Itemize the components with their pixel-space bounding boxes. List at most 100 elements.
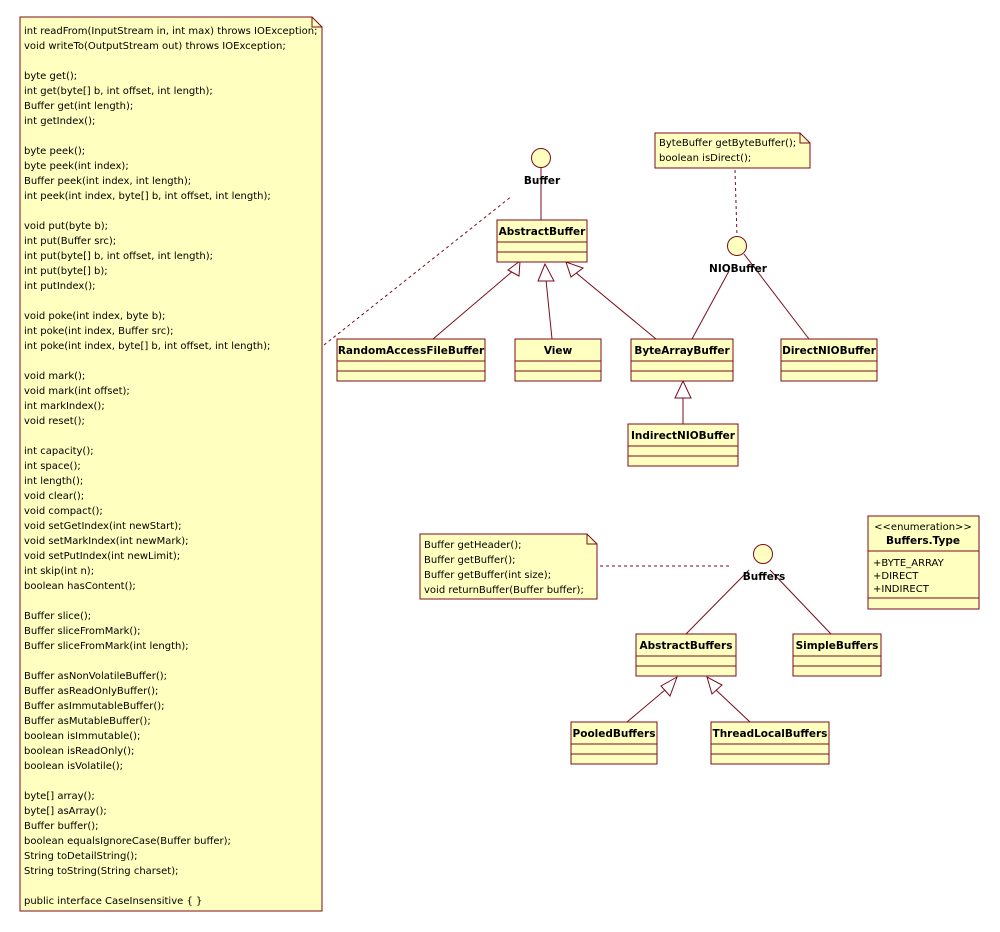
class-box — [792, 633, 882, 677]
text-line: byte get(); — [24, 71, 77, 82]
text-line: byte[] array(); — [24, 791, 95, 802]
pooled-generalization — [626, 689, 666, 723]
nio-buffer-interface[interactable]: NIOBuffer — [709, 236, 768, 276]
byte-array-generalization — [574, 271, 657, 340]
class-random-access-file-buffer[interactable]: RandomAccessFileBuffer — [336, 338, 486, 382]
text-line: Buffer sliceFromMark(int length); — [24, 641, 189, 652]
class-box — [710, 721, 830, 765]
buffers-note-text: Buffer getHeader(); Buffer getBuffer(); Bu… — [424, 540, 584, 596]
main-note-box — [19, 16, 323, 912]
arrowhead-pooled — [660, 675, 678, 697]
class-name: DirectNIOBuffer — [782, 345, 877, 357]
text-line: Buffer getBuffer(); — [424, 555, 515, 566]
simple-buffers-link — [769, 569, 832, 635]
text-line: boolean isImmutable(); — [24, 731, 140, 742]
text-line: Buffer getHeader(); — [424, 540, 522, 551]
text-line: byte peek(); — [24, 146, 85, 157]
text-line: int poke(int index, Buffer src); — [24, 326, 174, 337]
text-line: int getIndex(); — [24, 116, 95, 127]
arrowhead-byte-array — [565, 261, 585, 278]
arrowhead-view — [537, 262, 555, 282]
class-box — [570, 721, 658, 765]
text-line: void setGetIndex(int newStart); — [24, 521, 181, 532]
text-line: boolean isReadOnly(); — [24, 746, 134, 757]
nio-note-fold — [799, 133, 810, 144]
class-simple-buffers[interactable]: SimpleBuffers — [792, 633, 882, 677]
text-line: void compact(); — [24, 506, 103, 517]
text-line: Buffer getBuffer(int size); — [424, 570, 551, 581]
abstract-buffers-link — [685, 569, 750, 635]
class-box — [627, 423, 739, 467]
class-pooled-buffers[interactable]: PooledBuffers — [570, 721, 658, 765]
text-line: Buffer sliceFromMark(); — [24, 626, 141, 637]
direct-nio-link — [743, 253, 810, 340]
class-abstract-buffers[interactable]: AbstractBuffers — [635, 633, 737, 677]
text-line: int capacity(); — [24, 446, 94, 457]
class-direct-nio-buffer[interactable]: DirectNIOBuffer — [780, 338, 878, 382]
text-line: void clear(); — [24, 491, 84, 502]
class-name: SimpleBuffers — [796, 640, 879, 652]
text-line: Buffer buffer(); — [24, 821, 99, 832]
class-name: View — [544, 345, 573, 357]
text-line: void reset(); — [24, 416, 85, 427]
class-name: RandomAccessFileBuffer — [338, 345, 485, 357]
text-line: Buffer slice(); — [24, 611, 91, 622]
text-line: boolean isDirect(); — [659, 153, 751, 164]
enum-buffers-type[interactable]: <<enumeration>> Buffers.Type +BYTE_ARRAY… — [867, 515, 980, 610]
nio-buffer-interface-icon — [727, 236, 747, 256]
text-line: void mark(); — [24, 371, 85, 382]
main-note-fold — [311, 17, 322, 28]
text-line: Buffer get(int length); — [24, 101, 133, 112]
text-line: int length(); — [24, 476, 83, 487]
nio-buffer-interface-label: NIOBuffer — [709, 263, 768, 275]
text-line: Buffer asImmutableBuffer(); — [24, 701, 165, 712]
text-line: int put(Buffer src); — [24, 236, 116, 247]
class-view[interactable]: View — [514, 338, 602, 382]
text-line: String toDetailString(); — [24, 851, 138, 862]
buffers-note: Buffer getHeader(); Buffer getBuffer(); Bu… — [419, 533, 598, 600]
class-name: ThreadLocalBuffers — [713, 728, 828, 740]
class-box — [635, 633, 737, 677]
buffers-interface-icon — [753, 544, 773, 564]
text-line: ByteBuffer getByteBuffer(); — [659, 138, 796, 149]
arrowhead-random-access — [507, 259, 521, 277]
text-line: void poke(int index, byte b); — [24, 311, 165, 322]
text-line: int put(byte[] b, int offset, int length… — [24, 251, 213, 262]
text-line: Buffer asMutableBuffer(); — [24, 716, 151, 727]
class-name: IndirectNIOBuffer — [631, 430, 736, 442]
view-generalization — [545, 279, 553, 340]
text-line: int markIndex(); — [24, 401, 105, 412]
buffer-interface[interactable]: Buffer — [524, 148, 561, 188]
text-line: int skip(int n); — [24, 566, 94, 577]
buffers-interface[interactable]: Buffers — [743, 544, 786, 584]
buffers-note-fold — [586, 534, 597, 545]
class-name: PooledBuffers — [573, 728, 656, 740]
class-box — [630, 338, 734, 382]
class-thread-local-buffers[interactable]: ThreadLocalBuffers — [710, 721, 830, 765]
enum-box — [867, 515, 980, 610]
text-line: boolean hasContent(); — [24, 581, 136, 592]
text-line: byte peek(int index); — [24, 161, 129, 172]
class-indirect-nio-buffer[interactable]: IndirectNIOBuffer — [627, 423, 739, 467]
text-line: void returnBuffer(Buffer buffer); — [424, 585, 584, 596]
text-line: public interface CaseInsensitive { } — [24, 896, 202, 907]
text-line: void put(byte b); — [24, 221, 108, 232]
class-box — [514, 338, 602, 382]
buffer-interface-icon — [531, 148, 551, 168]
text-line: String toString(String charset); — [24, 866, 178, 877]
text-line: byte[] asArray(); — [24, 806, 107, 817]
arrowhead-thread-local — [706, 675, 723, 695]
text-line: void setMarkIndex(int newMark); — [24, 536, 189, 547]
class-byte-array-buffer[interactable]: ByteArrayBuffer — [630, 338, 734, 382]
text-line: void writeTo(OutputStream out) throws IO… — [24, 41, 286, 52]
nio-note-anchor — [734, 169, 738, 237]
main-note-text: int readFrom(InputStream in, int max) th… — [24, 26, 317, 907]
text-line: int peek(int index, byte[] b, int offset… — [24, 191, 271, 202]
text-line: +BYTE_ARRAY — [873, 558, 945, 569]
nio-note-box — [654, 132, 811, 169]
class-abstract-buffer[interactable]: AbstractBuffer — [496, 219, 588, 263]
text-line: int get(byte[] b, int offset, int length… — [24, 86, 213, 97]
enum-literals: +BYTE_ARRAY+DIRECT+INDIRECT — [873, 558, 945, 595]
main-note-anchor — [323, 195, 513, 346]
text-line: Buffer asReadOnlyBuffer(); — [24, 686, 158, 697]
